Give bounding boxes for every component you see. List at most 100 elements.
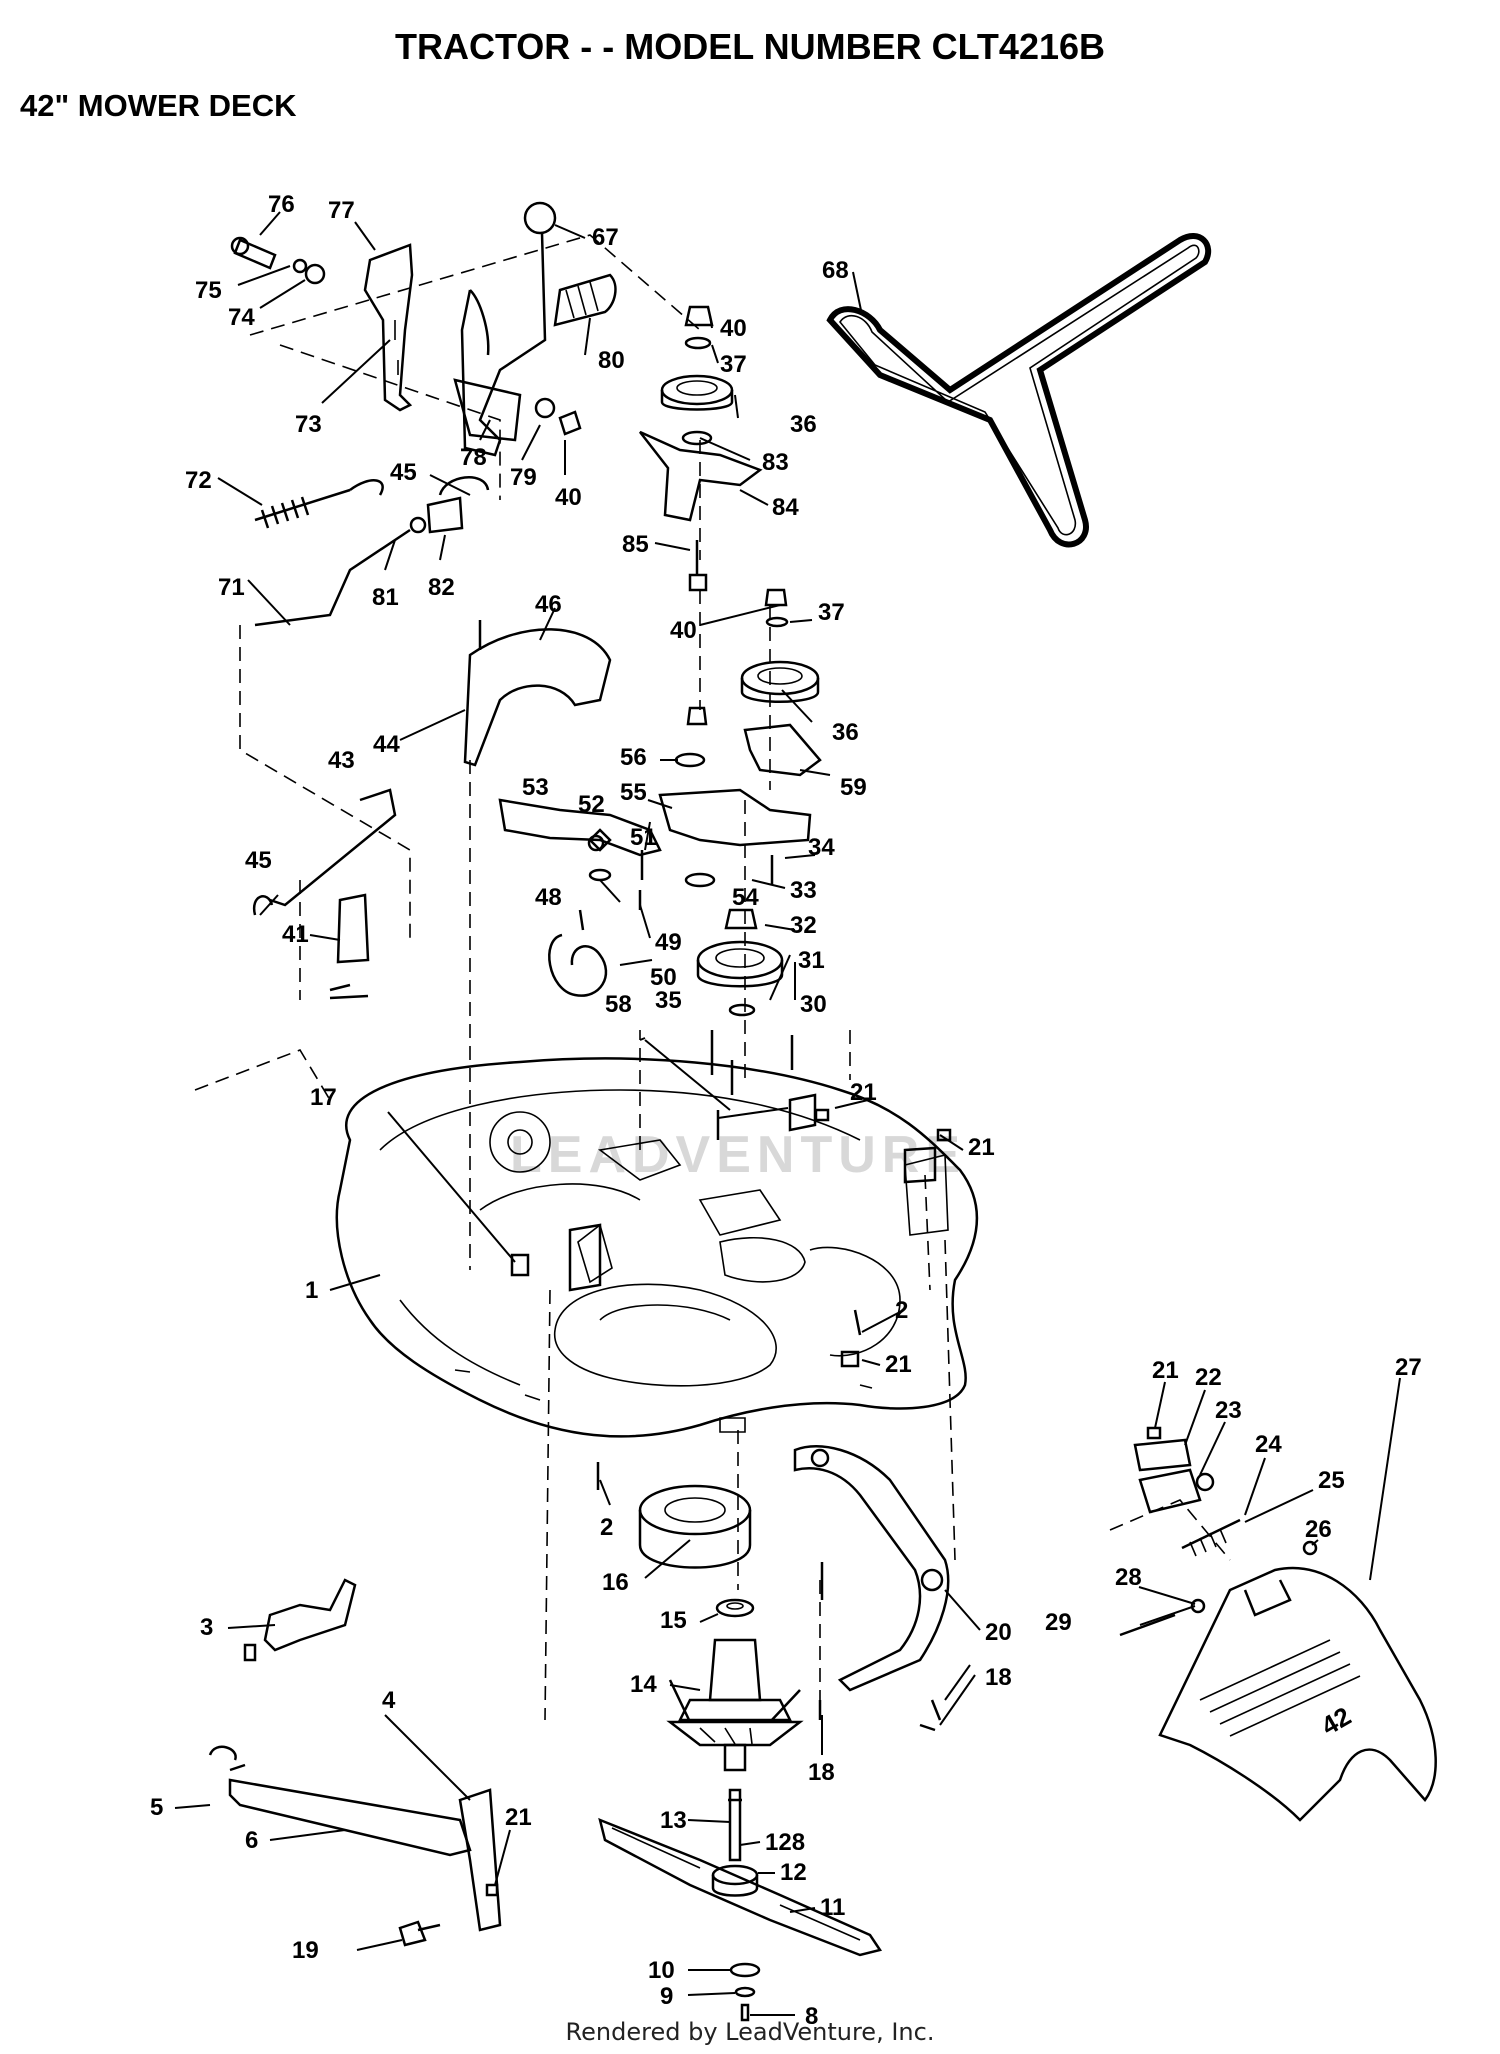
- callout-19: 19: [292, 1937, 319, 1964]
- callout-73: 73: [295, 411, 322, 438]
- callout-41: 41: [282, 921, 309, 948]
- callout-50: 50: [650, 964, 677, 991]
- callout-1: 1: [305, 1277, 318, 1304]
- callout-31: 31: [798, 947, 825, 974]
- callout-59: 59: [840, 774, 867, 801]
- pulley-stack-upper: [639, 305, 763, 592]
- callout-9: 9: [660, 1983, 673, 2010]
- callout-49: 49: [655, 929, 682, 956]
- callout-72: 72: [185, 467, 212, 494]
- callout-24: 24: [1255, 1431, 1282, 1458]
- callout-81: 81: [372, 584, 399, 611]
- callout-23: 23: [1215, 1397, 1242, 1424]
- callout-2-upper: 2: [895, 1297, 908, 1324]
- callout-26: 26: [1305, 1516, 1332, 1543]
- callout-83: 83: [762, 449, 789, 476]
- callout-21-b: 21: [968, 1134, 995, 1161]
- callout-15: 15: [660, 1607, 687, 1634]
- callout-21-e: 21: [505, 1804, 532, 1831]
- callout-58: 58: [605, 991, 632, 1018]
- callout-33: 33: [790, 877, 817, 904]
- anti-scalp-arm: [793, 1445, 950, 1732]
- upper-linkage: [230, 201, 617, 1000]
- callout-4: 4: [382, 1687, 396, 1714]
- callout-80: 80: [598, 347, 625, 374]
- callout-6: 6: [245, 1827, 258, 1854]
- callout-29: 29: [1045, 1609, 1072, 1636]
- callout-79: 79: [510, 464, 537, 491]
- callout-25: 25: [1318, 1467, 1345, 1494]
- callout-40-upper: 40: [720, 315, 747, 342]
- callout-17: 17: [310, 1084, 337, 1111]
- callout-48: 48: [535, 884, 562, 911]
- callout-84: 84: [772, 494, 799, 521]
- callout-74: 74: [228, 304, 255, 331]
- callout-12: 12: [780, 1859, 807, 1886]
- callout-28: 28: [1115, 1564, 1142, 1591]
- callout-20: 20: [985, 1619, 1012, 1646]
- assembly-guide-lines: [194, 234, 1231, 1721]
- callout-77: 77: [328, 197, 355, 224]
- callout-128: 128: [765, 1829, 805, 1856]
- callout-46: 46: [535, 591, 562, 618]
- callout-30: 30: [800, 991, 827, 1018]
- discharge-chute: 42: [1158, 1566, 1437, 1822]
- callout-5: 5: [150, 1794, 163, 1821]
- page-title: TRACTOR - - MODEL NUMBER CLT4216B: [394, 26, 1106, 67]
- callout-76: 76: [268, 191, 295, 218]
- callout-52: 52: [578, 791, 605, 818]
- callout-53: 53: [522, 774, 549, 801]
- callout-67: 67: [592, 224, 619, 251]
- spindle-assembly: [596, 1462, 883, 2022]
- mower-deck-housing: [335, 1057, 979, 1438]
- callout-40: 40: [555, 484, 582, 511]
- callout-21-a: 21: [850, 1079, 877, 1106]
- callout-45: 45: [390, 459, 417, 486]
- callout-43: 43: [328, 747, 355, 774]
- callout-21-c: 21: [885, 1351, 912, 1378]
- callout-36-lower: 36: [832, 719, 859, 746]
- footer-credit: Rendered by LeadVenture, Inc.: [565, 2018, 935, 2046]
- callout-68: 68: [822, 257, 849, 284]
- callout-44: 44: [373, 731, 400, 758]
- chute-size-42: 42: [1316, 1701, 1356, 1741]
- callout-36-upper: 36: [790, 411, 817, 438]
- callout-37-upper: 37: [720, 351, 747, 378]
- callout-51: 51: [630, 824, 657, 851]
- callout-78: 78: [460, 444, 487, 471]
- callout-21-d: 21: [1152, 1357, 1179, 1384]
- callout-34: 34: [808, 834, 835, 861]
- pulley-stack-lower: [658, 588, 822, 1140]
- callout-27: 27: [1395, 1354, 1422, 1381]
- callout-16: 16: [602, 1569, 629, 1596]
- discharge-chute-hardware: [1119, 1426, 1318, 1637]
- callout-22: 22: [1195, 1364, 1222, 1391]
- callout-14: 14: [630, 1671, 657, 1698]
- callout-54: 54: [732, 884, 759, 911]
- callout-82: 82: [428, 574, 455, 601]
- watermark-text: LEADVENTURE: [510, 1126, 966, 1184]
- callout-56: 56: [620, 744, 647, 771]
- callout-8: 8: [805, 2003, 818, 2030]
- deck-hardware: [510, 1093, 952, 1368]
- callout-13: 13: [660, 1807, 687, 1834]
- callout-3: 3: [200, 1614, 213, 1641]
- idler-arm-group: [498, 798, 662, 997]
- diagram-subtitle: 42" MOWER DECK: [20, 88, 297, 123]
- callout-11: 11: [820, 1894, 845, 1921]
- callout-75: 75: [195, 277, 222, 304]
- lift-linkage-lower: [208, 1578, 502, 1947]
- callout-32: 32: [790, 912, 817, 939]
- callout-45-lower: 45: [245, 847, 272, 874]
- callout-71: 71: [218, 574, 245, 601]
- drive-belt: [826, 232, 1212, 548]
- callout-18-right: 18: [985, 1664, 1012, 1691]
- callout-labels: 76 77 75 74 67 73 80 78 79 40 72 45 71 8…: [150, 191, 1422, 2030]
- callout-35: 35: [655, 987, 682, 1014]
- leader-lines: [174, 211, 1401, 2016]
- callout-40-lower: 40: [670, 617, 697, 644]
- callout-10: 10: [648, 1957, 675, 1984]
- drive-belt-inner: [839, 244, 1200, 536]
- callout-85: 85: [622, 531, 649, 558]
